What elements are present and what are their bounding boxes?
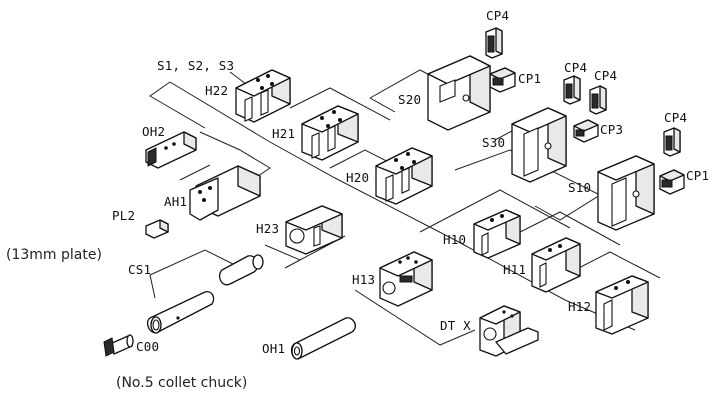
label-plate-note: (13mm plate): [6, 247, 102, 263]
h10-part: [473, 209, 521, 259]
label-cp1-right: CP1: [686, 168, 710, 183]
label-s10: S10: [568, 180, 592, 195]
cp4-mid-b-part: [589, 85, 607, 115]
label-s1-s2-s3: S1, S2, S3: [157, 58, 235, 73]
label-s30: S30: [482, 135, 506, 150]
label-pl2: PL2: [112, 208, 136, 223]
dtx-part: [479, 305, 539, 357]
cp1-top-part: [489, 67, 516, 93]
label-h12: H12: [568, 299, 592, 314]
h20-part: [375, 147, 433, 205]
label-ah1: AH1: [164, 194, 188, 209]
label-h11: H11: [503, 262, 527, 277]
label-h13: H13: [352, 272, 376, 287]
label-c00: C00: [136, 339, 160, 354]
oh1-part: [290, 317, 356, 360]
label-cp4-right: CP4: [664, 110, 688, 125]
h23-part: [285, 205, 343, 255]
leader-lines: [149, 69, 661, 346]
label-cp3: CP3: [600, 122, 624, 137]
cp4-top-part: [485, 27, 503, 59]
cp4-right-part: [663, 127, 681, 157]
label-cs1: CS1: [128, 262, 152, 277]
label-h23: H23: [256, 221, 280, 236]
label-h20: H20: [346, 170, 370, 185]
h12-part: [595, 275, 649, 335]
c00-part: [103, 334, 134, 357]
label-h10: H10: [443, 232, 467, 247]
h11-part: [531, 237, 581, 293]
label-chuck-note: (No.5 collet chuck): [116, 375, 248, 391]
s10-part: [597, 155, 655, 231]
s30-part: [511, 107, 567, 183]
label-h21: H21: [272, 126, 296, 141]
label-cp4-top: CP4: [486, 8, 510, 23]
pl2-part: [145, 219, 169, 239]
cp3-part: [573, 119, 599, 143]
cp1-right-part: [659, 169, 685, 195]
h13-part: [379, 251, 433, 307]
h22-part: [235, 69, 291, 123]
label-h22: H22: [205, 83, 229, 98]
ah1-part: [189, 165, 261, 221]
label-oh1: OH1: [262, 341, 286, 356]
cs1-part: [146, 254, 264, 334]
oh2-part: [145, 131, 197, 169]
label-oh2: OH2: [142, 124, 166, 139]
label-cp4-mid-a: CP4: [564, 60, 588, 75]
label-dtx: DT X: [440, 318, 471, 333]
label-cp1-top: CP1: [518, 71, 542, 86]
cp4-mid-a-part: [563, 75, 581, 105]
s20-part: [427, 55, 491, 131]
label-s20: S20: [398, 92, 422, 107]
h21-part: [301, 105, 359, 161]
label-cp4-mid-b: CP4: [594, 68, 618, 83]
